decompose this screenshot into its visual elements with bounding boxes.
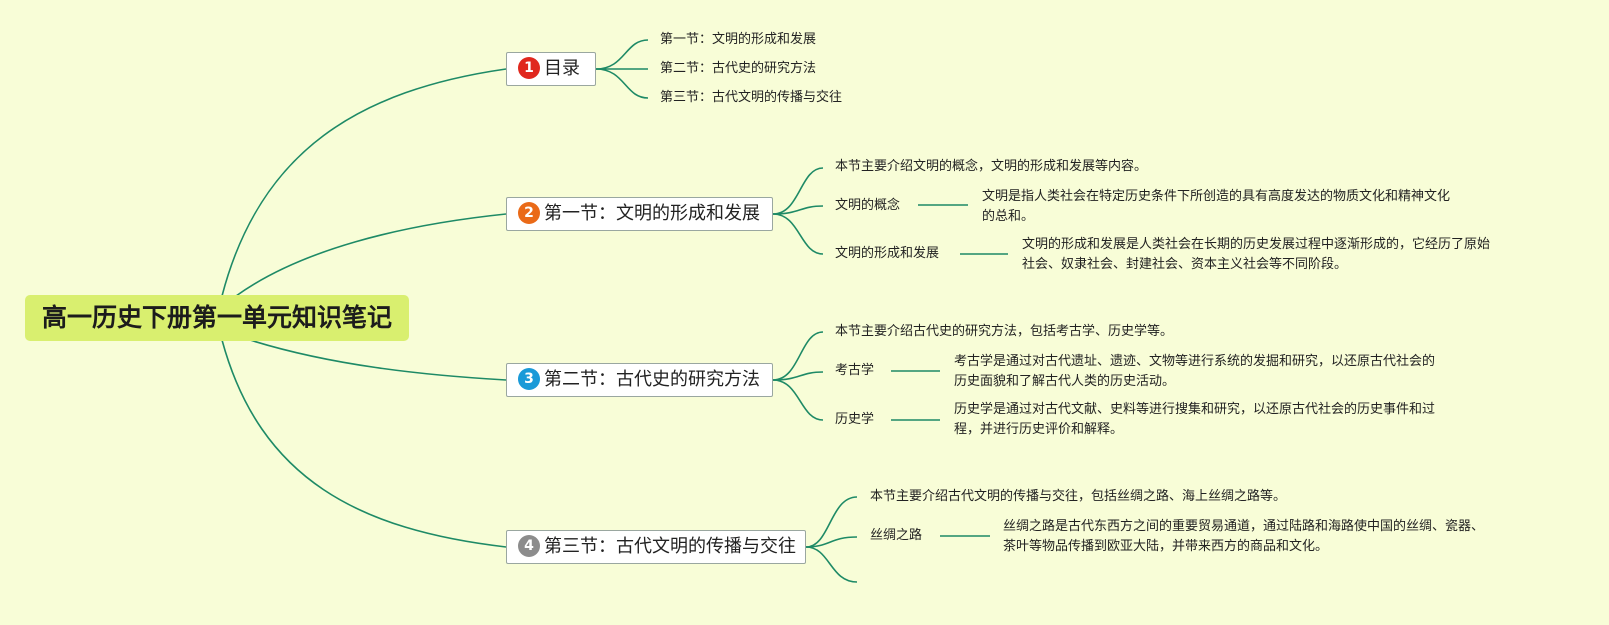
section-title: 第二节：古代史的研究方法 (544, 369, 760, 390)
topic-description[interactable]: 考古学是通过对古代遗址、遗迹、文物等进行系统的发掘和研究，以还原古代社会的历史面… (954, 354, 1436, 389)
topic-description[interactable]: 丝绸之路是古代东西方之间的重要贸易通道，通过陆路和海路使中国的丝绸、瓷器、茶叶等… (1003, 519, 1485, 554)
topic-term[interactable]: 历史学 (835, 412, 875, 427)
topic-term[interactable]: 丝绸之路 (870, 528, 923, 543)
topic-term[interactable]: 文明的概念 (835, 198, 901, 213)
topic-description[interactable]: 历史学是通过对古代文献、史料等进行搜集和研究，以还原古代社会的历史事件和过程，并… (954, 402, 1436, 437)
section-title: 第一节：文明的形成和发展 (544, 203, 760, 224)
section-intro[interactable]: 本节主要介绍古代文明的传播与交往，包括丝绸之路、海上丝绸之路等。 (870, 489, 1287, 504)
toc-item[interactable]: 第一节：文明的形成和发展 (660, 32, 817, 47)
section-title: 第三节：古代文明的传播与交往 (544, 536, 796, 557)
toc-item[interactable]: 第三节：古代文明的传播与交往 (660, 90, 843, 105)
number-badge-icon: 3 (518, 368, 540, 390)
section-intro[interactable]: 本节主要介绍古代史的研究方法，包括考古学、历史学等。 (835, 324, 1174, 339)
number-badge-icon: 4 (518, 535, 540, 557)
topic-term[interactable]: 文明的形成和发展 (835, 246, 940, 261)
topic-description[interactable]: 文明是指人类社会在特定历史条件下所创造的具有高度发达的物质文化和精神文化的总和。 (982, 189, 1451, 224)
number-badge-icon: 1 (518, 57, 540, 79)
section-intro[interactable]: 本节主要介绍文明的概念，文明的形成和发展等内容。 (835, 159, 1148, 174)
number-badge-icon: 2 (518, 202, 540, 224)
section-title: 目录 (544, 58, 580, 79)
root-topic[interactable]: 高一历史下册第一单元知识笔记 (25, 295, 409, 341)
toc-item[interactable]: 第二节：古代史的研究方法 (660, 61, 817, 76)
topic-description[interactable]: 文明的形成和发展是人类社会在长期的历史发展过程中逐渐形成的，它经历了原始社会、奴… (1022, 237, 1491, 272)
topic-term[interactable]: 考古学 (835, 363, 875, 378)
